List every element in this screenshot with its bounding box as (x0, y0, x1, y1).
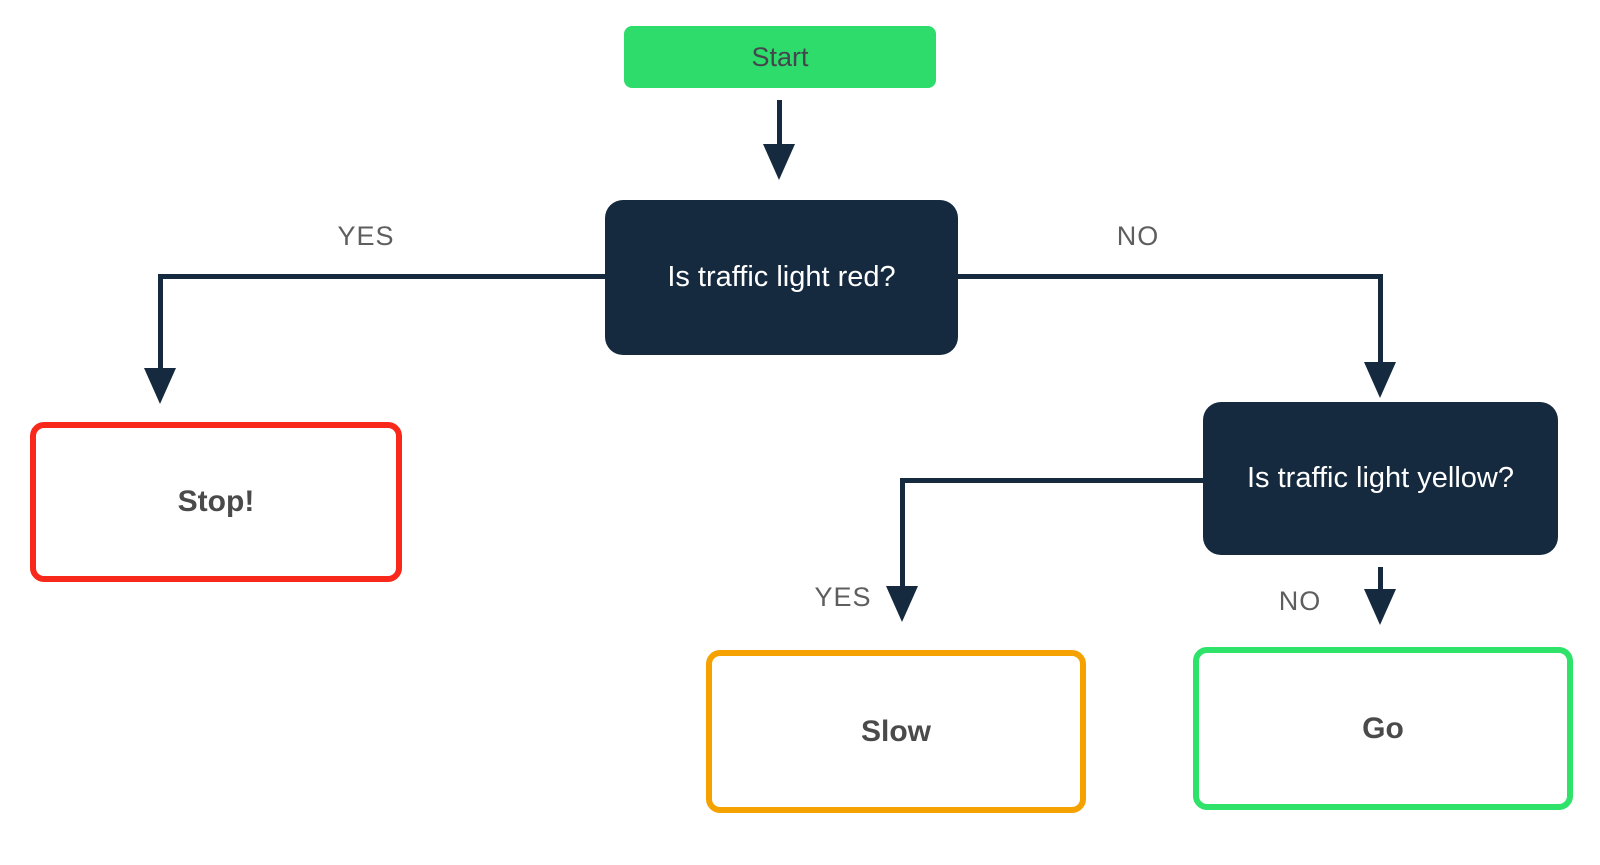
edge-yellow-no-arrowhead-down-icon (1364, 589, 1396, 625)
edge-red-yes-arrowhead-down-icon (144, 368, 176, 404)
edge-yellow-yes-label: YES (814, 582, 872, 612)
edge-yellow-no-vline (1378, 567, 1383, 591)
edge-start-to-red-line (777, 100, 782, 146)
node-question-red: Is traffic light red? (605, 200, 958, 355)
edge-yellow-yes-vline (900, 478, 905, 586)
edge-red-no-hline (958, 274, 1383, 279)
node-question-yellow: Is traffic light yellow? (1203, 402, 1558, 555)
edge-start-to-red-arrowhead-down-icon (763, 144, 795, 180)
node-slow: Slow (706, 650, 1086, 813)
node-slow-label: Slow (860, 714, 931, 748)
edge-red-yes-vline (158, 274, 163, 370)
edge-yellow-no-label: NO (1278, 586, 1322, 616)
node-question-red-label: Is traffic light red? (667, 261, 896, 293)
edge-red-yes-hline (158, 274, 605, 279)
edge-red-no-arrowhead-down-icon (1364, 362, 1396, 398)
node-start: Start (624, 26, 936, 88)
node-start-label: Start (751, 41, 809, 72)
edge-yellow-yes-hline (900, 478, 1203, 483)
node-stop-label: Stop! (177, 485, 255, 518)
edge-yellow-yes-arrowhead-down-icon (886, 586, 918, 622)
edge-red-no-vline (1378, 274, 1383, 364)
edge-red-yes-label: YES (337, 221, 395, 251)
node-go: Go (1193, 647, 1573, 810)
node-stop: Stop! (30, 422, 402, 582)
edge-red-no-label: NO (1116, 221, 1160, 251)
node-go-label: Go (1362, 711, 1404, 745)
node-question-yellow-label: Is traffic light yellow? (1246, 462, 1515, 494)
